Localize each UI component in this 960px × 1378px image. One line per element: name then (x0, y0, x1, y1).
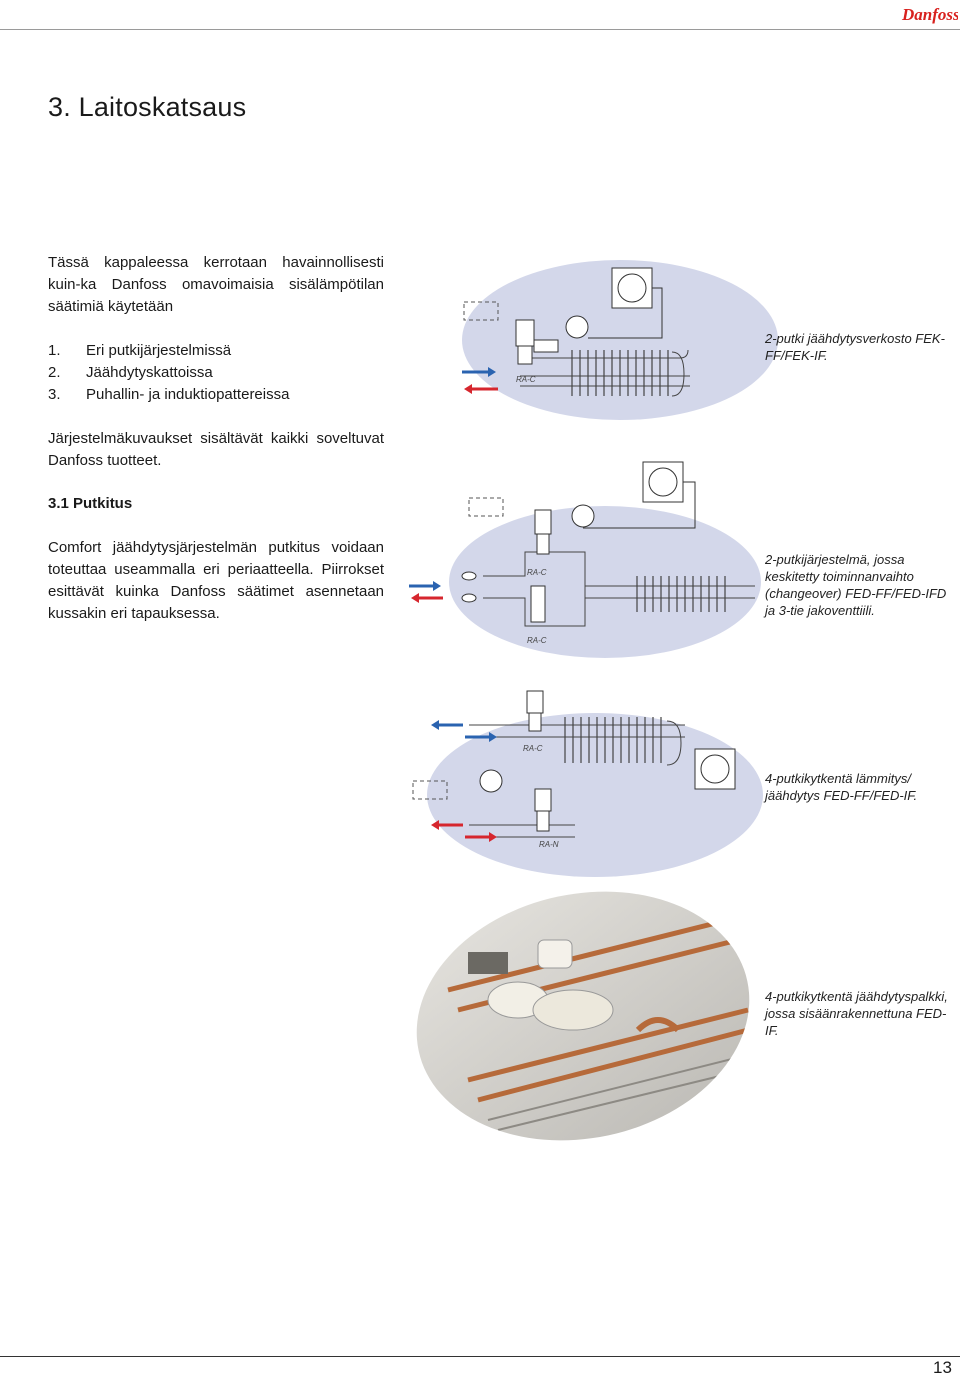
valve-label: RA-C (527, 568, 547, 577)
diagram-4-pipe-heating-cooling: RA-C RA-N (412, 690, 763, 877)
valve-label: RA-N (539, 840, 559, 849)
diagram-caption: 2-putkijärjestelmä, jossa keskitetty toi… (765, 552, 947, 618)
valve-label: RA-C (523, 744, 543, 753)
diagram-caption: 2-putki jäähdytysverkosto FEK-FF/FEK-IF. (765, 331, 945, 363)
svg-text:Danfoss: Danfoss (901, 5, 958, 24)
diagram-caption: 4-putkikytkentä lämmitys/ jäähdytys FED-… (765, 771, 918, 803)
coil-fins (571, 350, 669, 396)
diagram-changeover-system: RA-C RA-C (409, 461, 761, 658)
header-rule (0, 29, 960, 30)
list-item: 1.Eri putkijärjestelmissä (48, 342, 232, 359)
systems-note: Järjestelmäkuvaukset sisältävät kaikki s… (48, 430, 384, 469)
danfoss-logo: Danfoss (900, 2, 958, 26)
section-paragraph: Comfort jäähdytysjärjestelmän putkitus v… (48, 539, 384, 622)
coil-fins (636, 576, 726, 612)
usage-list: 1.Eri putkijärjestelmissä 2.Jäähdytyskat… (48, 340, 289, 406)
footer-rule (0, 1356, 960, 1357)
section-heading: 3.1 Putkitus (48, 495, 133, 512)
list-item: 2.Jäähdytyskattoissa (48, 364, 213, 381)
intro-paragraph: Tässä kappaleessa kerrotaan havainnollis… (48, 254, 384, 315)
diagram-2-pipe-network: RA-C (462, 260, 778, 420)
page-title: 3. Laitoskatsaus (48, 92, 247, 122)
photo-caption: 4-putkikytkentä jäähdytyspalkki, jossa s… (765, 989, 948, 1038)
valve-label: RA-C (527, 636, 547, 645)
page-number: 13 (933, 1358, 952, 1377)
list-item: 3.Puhallin- ja induktiopattereissa (48, 386, 290, 403)
coil-fins (564, 717, 662, 763)
valve-label: RA-C (516, 375, 536, 384)
cooling-beam-photo (408, 880, 758, 1142)
